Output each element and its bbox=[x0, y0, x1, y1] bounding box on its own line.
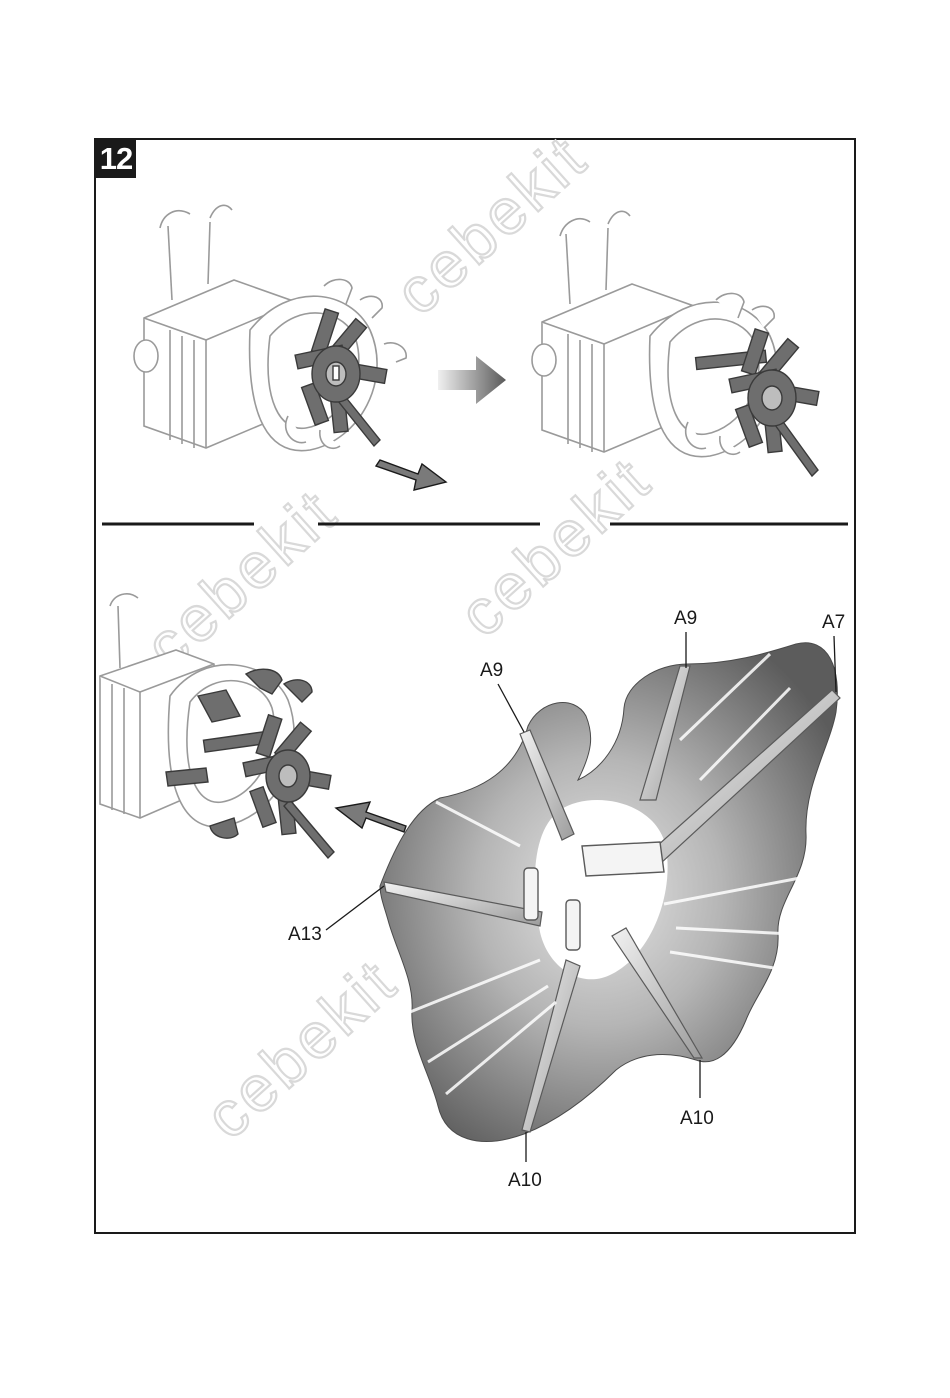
label-a10-right: A10 bbox=[680, 1108, 714, 1129]
fan-blade-illustration bbox=[380, 643, 840, 1142]
label-a13: A13 bbox=[288, 924, 322, 945]
next-step-arrow bbox=[438, 356, 506, 404]
watermark-text: cebekit bbox=[191, 944, 411, 1152]
label-a9-top: A9 bbox=[674, 608, 697, 629]
watermark-text: cebekit bbox=[445, 442, 665, 650]
label-a10-bottom: A10 bbox=[508, 1170, 542, 1191]
attach-arrow bbox=[336, 802, 406, 832]
pull-arrow bbox=[376, 460, 446, 490]
watermark-text: cebekit bbox=[381, 120, 601, 328]
watermark-text: cebekit bbox=[131, 474, 351, 682]
label-a7: A7 bbox=[822, 612, 845, 633]
label-a9-left: A9 bbox=[480, 660, 503, 681]
